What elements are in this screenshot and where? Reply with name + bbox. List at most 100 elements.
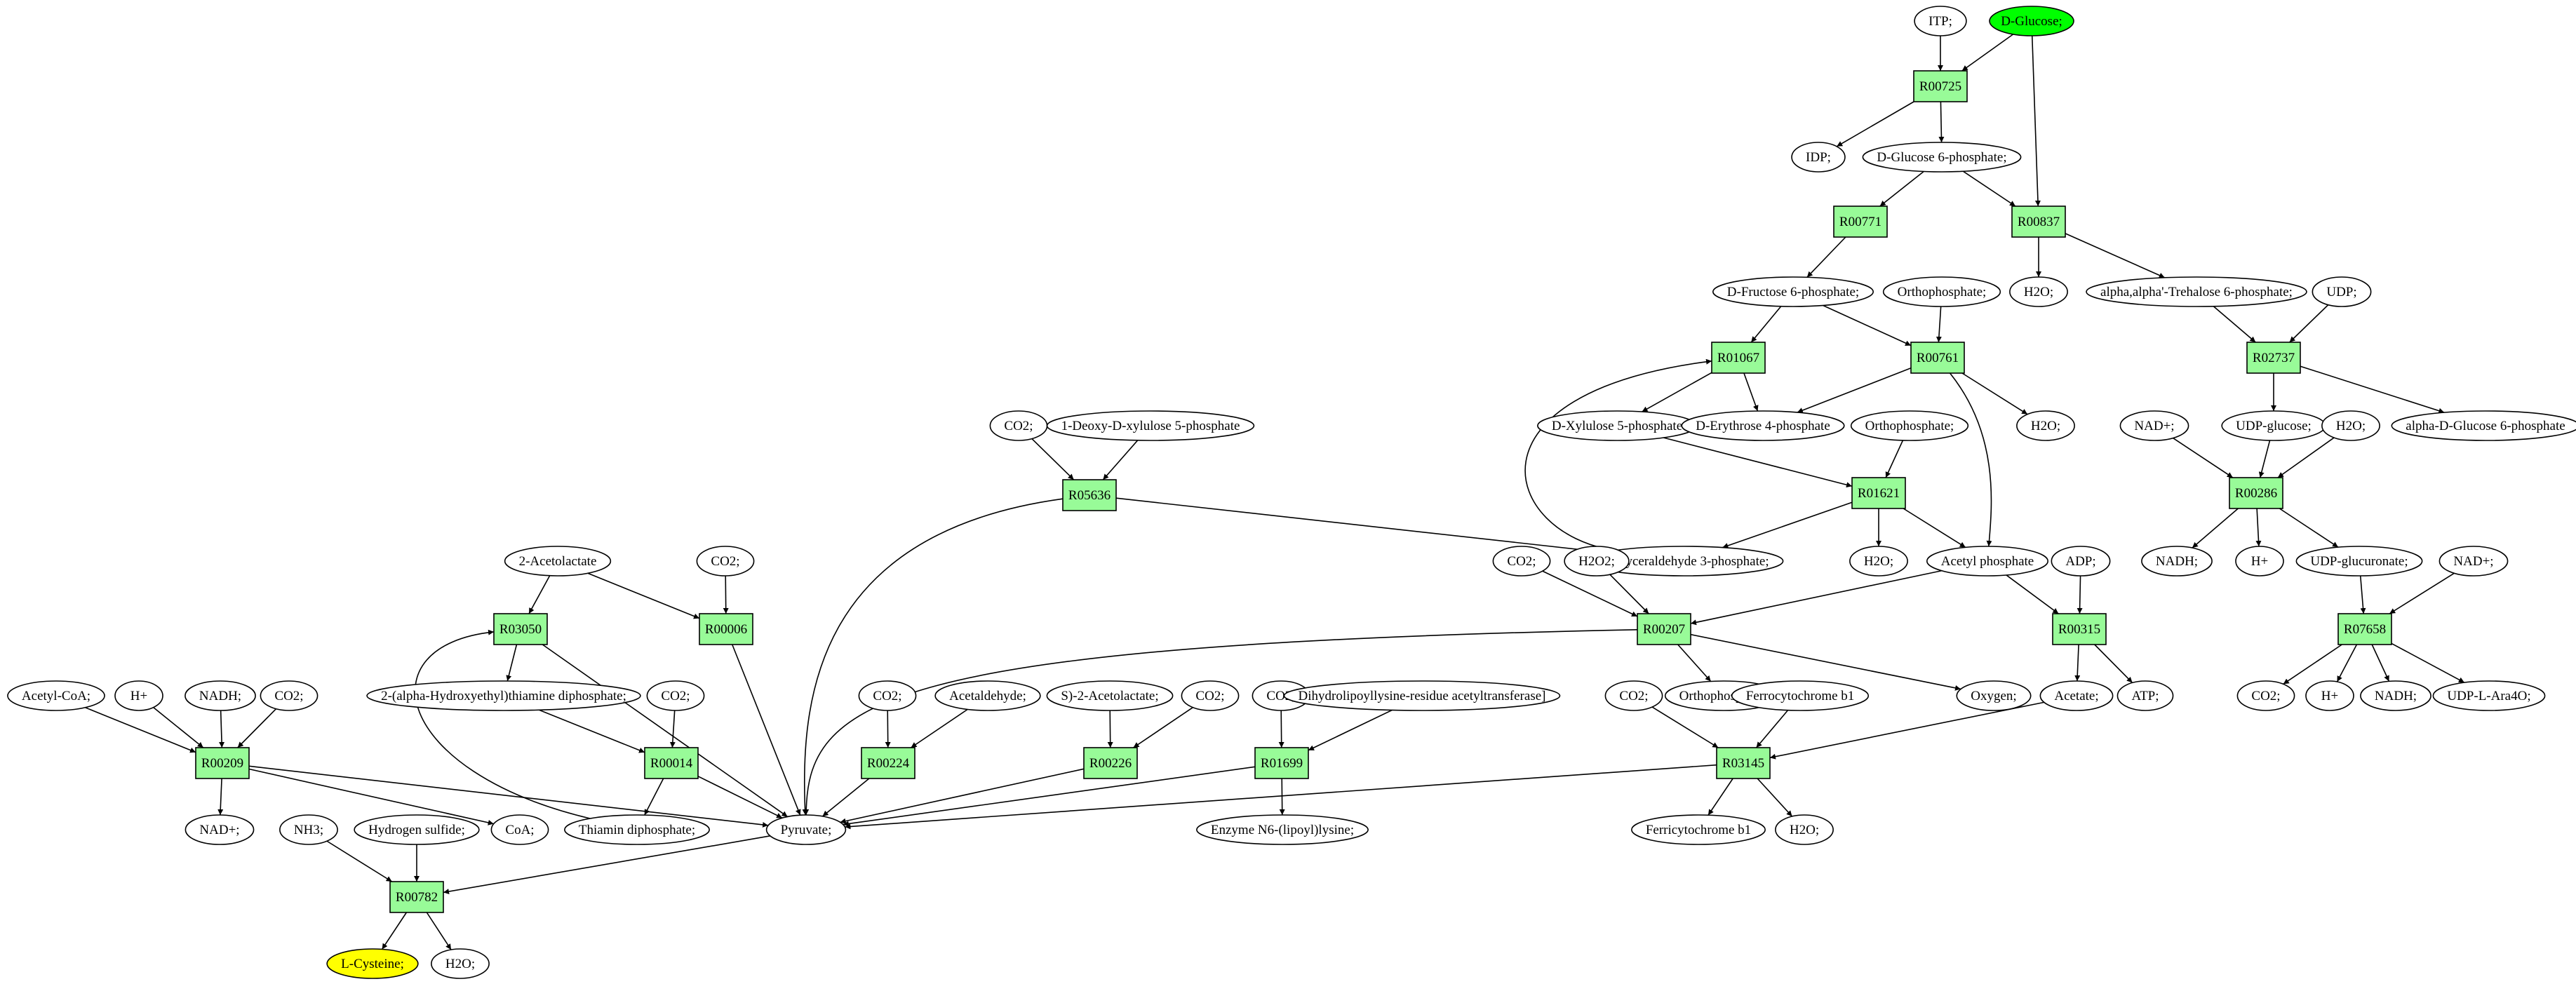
compound-node-hc: H+ [2305,680,2354,711]
node-label: CO2; [1619,689,1648,703]
edge-udp-to-r02737 [2289,304,2329,343]
compound-node-hb: H+ [114,680,163,711]
compound-ellipse [2439,546,2509,577]
edge-r00006-to-pyr [732,644,801,816]
compound-node-coa: CoA; [490,814,549,845]
compound-node-acald: Acetaldehyde; [934,680,1041,711]
edge-nh3-to-r00782 [326,840,393,882]
reaction-node-r01699: R01699 [1254,747,1309,779]
compound-ellipse [354,814,480,845]
compound-ellipse [2016,410,2075,441]
reaction-node-r00224: R00224 [861,747,915,779]
node-label: R00837 [2018,215,2060,229]
compound-ellipse [279,814,338,845]
edge-r00782-to-lcys [381,912,408,950]
reaction-node-r00286: R00286 [2229,477,2283,509]
edge [1797,368,1912,413]
edge-r00761-to-acp [1949,372,1992,547]
compound-node-saclac: S)-2-Acetolactate; [1046,680,1174,711]
edge [803,628,1638,816]
edge-r01699-to-pyr [843,766,1256,827]
edge-co2a-to-r05636 [1031,438,1075,480]
node-label: R01699 [1261,756,1303,771]
compound-ellipse [1882,276,2001,307]
edge [1962,170,2016,207]
compound-ellipse [326,948,419,979]
edge-r00761-to-e4p [1797,368,1912,413]
compound-ellipse [1712,276,1874,307]
node-label: 2-(alpha-Hydroxyethyl)thiamine diphospha… [381,689,626,703]
edge-pi1-to-r00761 [1936,306,1942,343]
node-label: Acetate; [2054,689,2098,703]
edge [1769,701,2044,760]
node-label: H2O; [2336,419,2366,433]
compound-node-udpara: UDP-L-Ara4O; [2432,680,2546,711]
node-label: Ferricytochrome b1 [1646,823,1751,837]
compound-ellipse [1914,6,1967,36]
edge-r00315-to-atp [2094,644,2133,683]
compound-node-h2of: H2O; [431,948,490,979]
node-label: H2O; [1864,554,1893,569]
edge-aclac-to-r03050 [528,575,551,614]
edge [1651,706,1719,748]
edge [911,708,968,748]
node-label: D-Glucose; [2001,14,2062,29]
edge [802,498,1064,816]
compound-node-co2i: CO2; [1604,680,1663,711]
reaction-box [1637,613,1691,645]
compound-ellipse [504,546,612,577]
edge-hetpp-to-r00014 [539,709,645,753]
edge-r02737-to-ag1p [2300,365,2445,414]
reaction-box [1913,70,1968,102]
edge-x5p-to-r01621 [1663,437,1853,488]
compound-ellipse [1989,6,2074,36]
compound-ellipse [2235,546,2284,577]
edge [1949,372,1992,547]
compound-node-tre6p: alpha,alpha'-Trehalose 6-phosphate; [2086,276,2307,307]
reaction-box [1851,477,1906,509]
edge [1524,358,1712,551]
compound-ellipse [2391,410,2576,441]
edge-hb-to-r00209 [153,707,204,748]
edge [2300,365,2445,414]
compound-ellipse [1196,814,1369,845]
edge-r00725-to-idp [1836,101,1914,147]
compound-ellipse [2236,680,2295,711]
compound-ellipse [1283,680,1561,711]
reaction-node-r00226: R00226 [1083,747,1138,779]
compound-ellipse [1631,814,1766,845]
compound-ellipse [1604,680,1663,711]
compound-ellipse [1181,680,1240,711]
edge-h2o2-to-r00207 [1609,574,1649,614]
edge-pi2-to-r01621 [1885,440,1904,478]
compound-node-lipl: Enzyme N6-(lipoyl)lysine; [1196,814,1369,845]
edge [1961,372,2028,415]
compound-node-nh3: NH3; [279,814,338,845]
edge [1663,437,1853,488]
compound-ellipse [2051,546,2111,577]
compound-node-ficb: Ferricytochrome b1 [1631,814,1766,845]
edge-acp-to-r00207 [1690,569,1942,626]
reaction-node-r07658: R07658 [2337,613,2392,645]
node-label: H2O; [2024,285,2053,299]
compound-ellipse [2086,276,2307,307]
compound-node-co2d: CO2; [260,680,318,711]
node-label: D-Erythrose 4-phosphate [1696,419,1830,433]
edge [732,644,801,816]
node-label: Hydrogen sulfide; [368,823,465,837]
reaction-box [1833,205,1888,238]
node-label: IDP; [1806,150,1831,165]
compound-ellipse [2009,276,2068,307]
edge-pyr-to-r00782 [443,835,770,895]
node-label: NAD+; [2134,419,2174,433]
node-label: R00771 [1839,215,1881,229]
edge [697,776,783,818]
compound-ellipse [1849,546,1908,577]
reaction-node-r03050: R03050 [493,613,548,645]
compound-node-nadh3: NADH; [2360,680,2431,711]
edge-f6p-to-r00761 [1823,304,1912,346]
edge-r03145-to-pyr [845,764,1717,830]
reaction-node-r00725: R00725 [1913,70,1968,102]
node-label: CO2; [2251,689,2280,703]
compound-ellipse [2117,680,2174,711]
